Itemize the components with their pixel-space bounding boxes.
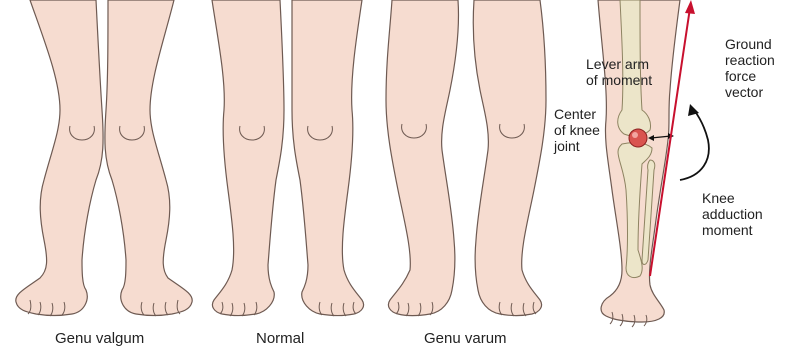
genu-valgum-legs [16,0,192,316]
label-lever-arm: Lever arm of moment [586,56,652,88]
normal-right-leg [292,0,364,316]
valgum-right-leg [105,0,192,316]
label-ground-reaction-force: Ground reaction force vector [725,36,775,100]
varum-left-leg [386,0,459,316]
valgum-left-leg [16,0,103,316]
normal-legs [212,0,364,316]
label-knee-center: Center of knee joint [554,106,600,154]
caption-genu-varum: Genu varum [424,330,507,347]
genu-varum-legs [386,0,546,316]
label-knee-adduction-moment: Knee adduction moment [702,190,763,238]
caption-normal: Normal [256,330,304,347]
knee-adduction-moment-arrow [680,104,709,180]
knee-joint-center-highlight [632,132,638,138]
varum-right-leg [473,0,546,316]
knee-joint-center [629,129,647,147]
caption-genu-valgum: Genu valgum [55,330,144,347]
normal-left-leg [212,0,284,316]
